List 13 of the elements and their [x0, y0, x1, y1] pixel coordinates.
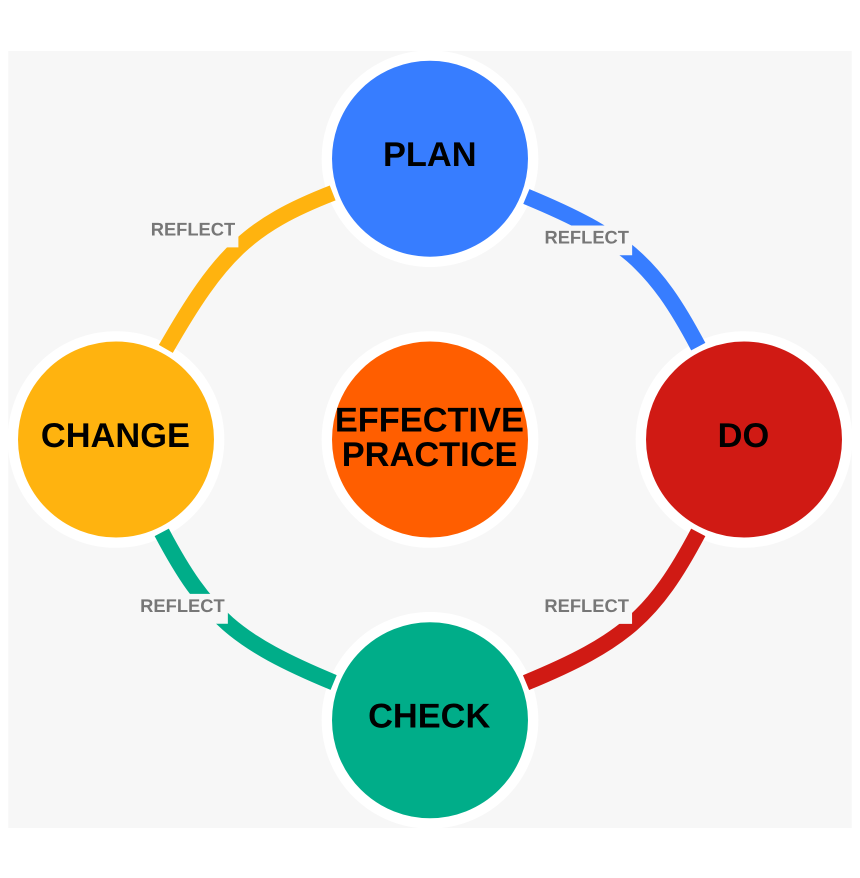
node-circle: CHECK: [322, 611, 538, 828]
edge-label: REFLECT: [544, 594, 629, 616]
connector: [154, 528, 337, 690]
edge-label: REFLECT: [140, 594, 225, 616]
connector: [522, 528, 706, 690]
node-circle: EFFECTIVE PRACTICE: [322, 330, 538, 548]
edge-label: REFLECT: [544, 226, 629, 248]
edge-label: REFLECT: [150, 218, 236, 240]
node-circle: PLAN: [322, 50, 538, 267]
connector: [158, 185, 336, 352]
node-circle: CHANGE: [8, 330, 224, 548]
connector: [523, 188, 706, 350]
node-circle: DO: [636, 330, 852, 548]
